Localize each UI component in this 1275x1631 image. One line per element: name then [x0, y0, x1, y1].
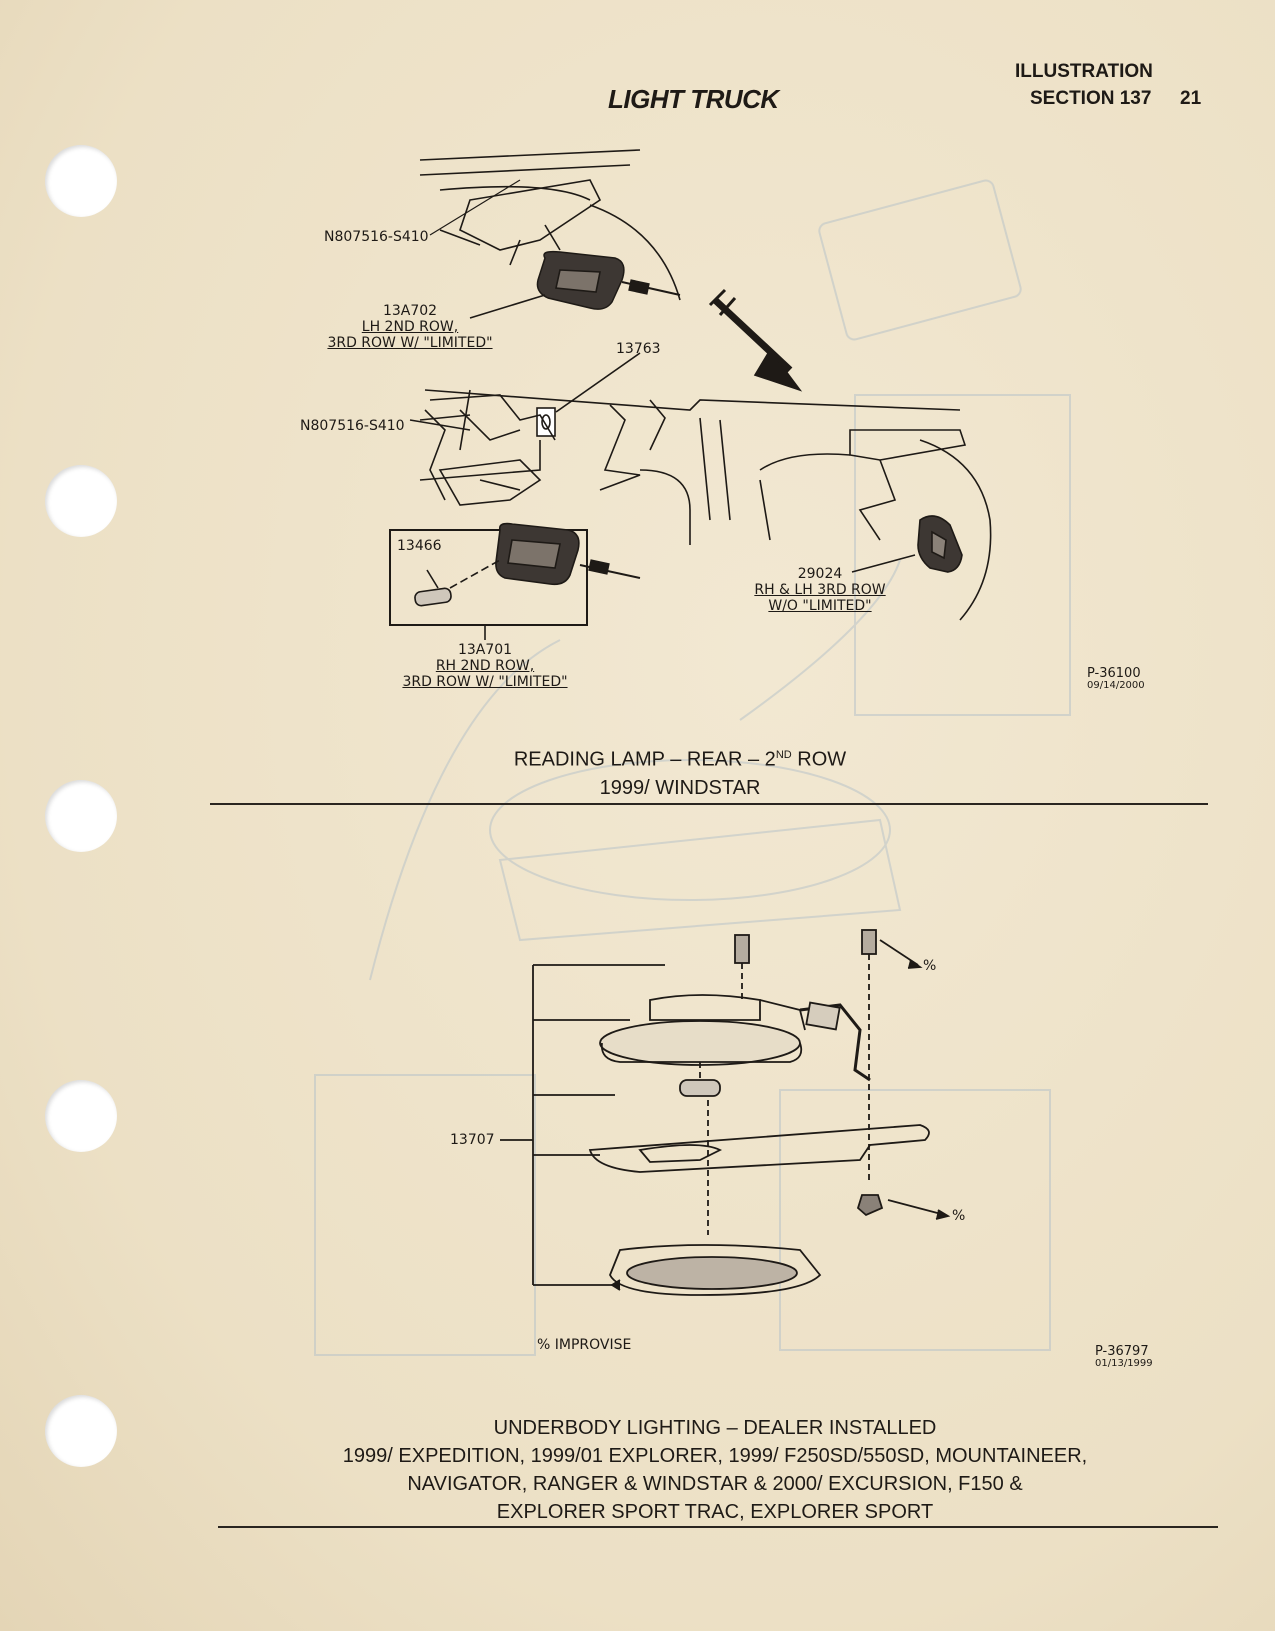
- figure2-ref-number: P-36797: [1095, 1344, 1149, 1359]
- lh-lamp-desc-2: 3RD ROW W/ "LIMITED": [327, 335, 493, 351]
- fastener-label: N807516-S410: [324, 229, 429, 245]
- figure1-ref-date: 09/14/2000: [1087, 680, 1145, 691]
- lamp-part-label: 13707: [450, 1132, 495, 1148]
- section-number: SECTION 137: [1030, 88, 1152, 109]
- binder-hole: [45, 780, 117, 852]
- reading-lamp-diagram: [389, 149, 992, 640]
- improvise-legend: % IMPROVISE: [537, 1337, 632, 1353]
- figure1-caption-line2: 1999/ WINDSTAR: [599, 776, 761, 799]
- rh-lamp-callout: 13A701 RH 2ND ROW, 3RD ROW W/ "LIMITED": [385, 642, 585, 690]
- figure1-caption-line1: READING LAMP – REAR – 2ND ROW: [430, 741, 930, 774]
- lh-lamp-part-number: 13A702: [382, 303, 438, 319]
- third-row-lamp-part-number: 29024: [797, 566, 843, 582]
- binder-hole: [45, 1395, 117, 1467]
- fastener-label: N807516-S410: [300, 418, 405, 434]
- third-row-lamp-desc-2: W/O "LIMITED": [768, 598, 872, 614]
- caption-text: ROW: [791, 748, 847, 771]
- rh-lamp-part-number: 13A701: [457, 642, 513, 658]
- figure2-caption-line4: EXPLORER SPORT TRAC, EXPLORER SPORT: [496, 1501, 934, 1523]
- lh-lamp-desc-1: LH 2ND ROW,: [361, 319, 459, 335]
- page-title: LIGHT TRUCK: [608, 84, 779, 114]
- improvise-marker: %: [952, 1208, 966, 1224]
- third-row-lamp-desc-1: RH & LH 3RD ROW: [754, 582, 886, 598]
- section-divider: [218, 1526, 1218, 1528]
- clip-part-label: 13763: [616, 341, 661, 357]
- illustration-heading: ILLUSTRATION: [1015, 61, 1153, 82]
- bulb-part-label: 13466: [397, 538, 442, 554]
- figure2-caption-line1: UNDERBODY LIGHTING – DEALER INSTALLED: [493, 1417, 937, 1439]
- figure2-caption-line3: NAVIGATOR, RANGER & WINDSTAR & 2000/ EXC…: [407, 1473, 1023, 1495]
- figure1-caption: READING LAMP – REAR – 2ND ROW 1999/ WIND…: [430, 741, 930, 802]
- caption-text: READING LAMP – REAR – 2: [513, 748, 776, 771]
- figure2-ref: P-36797 01/13/1999: [1095, 1344, 1153, 1370]
- rh-lamp-desc-2: 3RD ROW W/ "LIMITED": [402, 674, 568, 690]
- page-number: 21: [1180, 88, 1202, 109]
- rh-lamp-desc-1: RH 2ND ROW,: [435, 658, 535, 674]
- caption-superscript: ND: [775, 749, 792, 761]
- improvise-marker: %: [923, 958, 937, 974]
- binder-hole: [45, 465, 117, 537]
- underbody-lamp-diagram: [500, 929, 951, 1296]
- figure1-ref-number: P-36100: [1087, 666, 1141, 681]
- figure2-caption: UNDERBODY LIGHTING – DEALER INSTALLED 19…: [300, 1414, 1130, 1526]
- figure2-caption-line2: 1999/ EXPEDITION, 1999/01 EXPLORER, 1999…: [342, 1445, 1088, 1467]
- binder-hole: [45, 145, 117, 217]
- lh-lamp-callout: 13A702 LH 2ND ROW, 3RD ROW W/ "LIMITED": [320, 303, 500, 351]
- section-divider: [210, 803, 1208, 805]
- figure1-ref: P-36100 09/14/2000: [1087, 666, 1145, 692]
- binder-hole: [45, 1080, 117, 1152]
- bleed-through-art: [314, 179, 1071, 1356]
- third-row-lamp-callout: 29024 RH & LH 3RD ROW W/O "LIMITED": [740, 566, 900, 614]
- figure2-ref-date: 01/13/1999: [1095, 1358, 1153, 1369]
